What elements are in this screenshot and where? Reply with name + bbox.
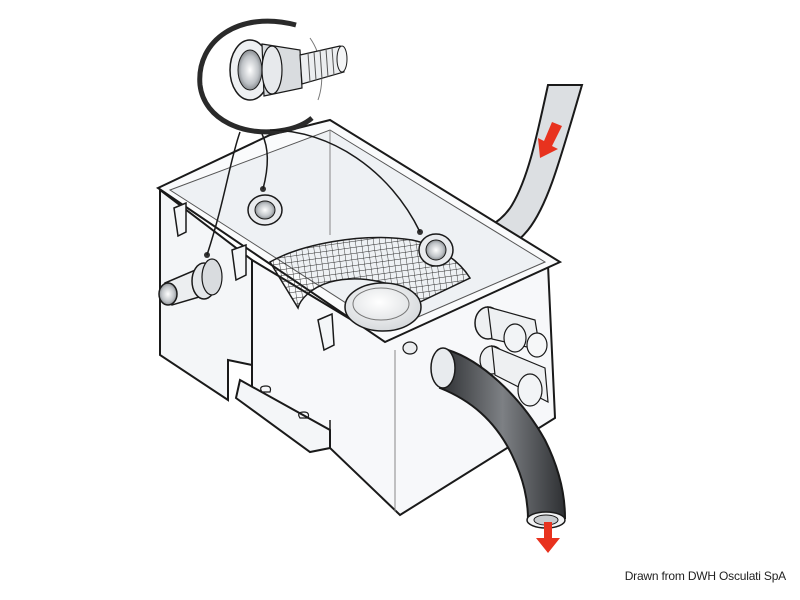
- small-nozzle: [402, 341, 418, 355]
- wall-port-left: [247, 186, 283, 226]
- detail-callout: [197, 18, 421, 256]
- outlet-hose: [430, 347, 567, 529]
- left-hose-barb: [158, 252, 223, 306]
- image-credit: Drawn from DWH Osculati SpA: [624, 569, 787, 583]
- inflow-arrow-icon: [538, 122, 562, 158]
- pump-lid: [344, 282, 422, 332]
- outlet-fittings: [474, 306, 549, 407]
- outflow-arrow-icon: [536, 522, 560, 553]
- wall-port-right: [417, 229, 454, 267]
